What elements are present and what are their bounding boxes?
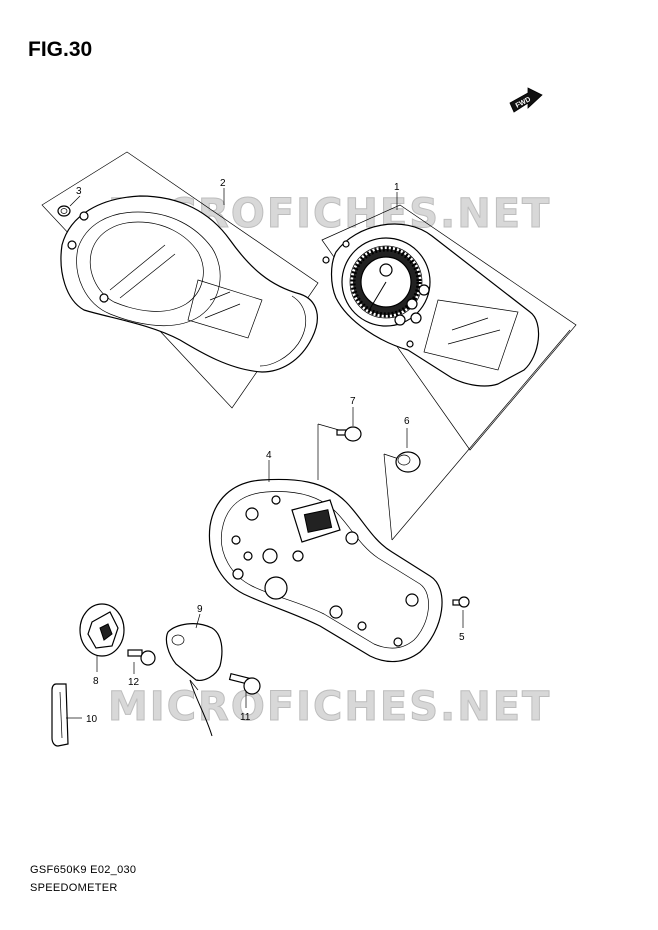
callout-5: 5 <box>459 632 465 643</box>
callout-9: 9 <box>197 604 203 615</box>
socket-part <box>79 603 125 657</box>
clamp-part <box>51 683 69 747</box>
speedometer-assembly-group <box>321 204 577 451</box>
rear-case-group <box>208 478 443 663</box>
front-case-group <box>41 151 319 409</box>
callout-12: 12 <box>128 677 140 688</box>
watermark-bottom: MICROFICHES.NET <box>108 684 551 730</box>
screw-part <box>127 649 156 666</box>
callout-8: 8 <box>93 676 99 687</box>
harness-lead-part <box>165 623 223 737</box>
callout-6: 6 <box>404 416 410 427</box>
callout-1: 1 <box>394 182 400 193</box>
rear-screw-part <box>452 596 470 608</box>
bolt-part <box>336 426 362 442</box>
callout-3: 3 <box>76 186 82 197</box>
figure-title: FIG.30 <box>28 38 93 61</box>
callout-10: 10 <box>86 714 98 725</box>
fwd-label: FWD <box>515 96 532 110</box>
figure-name: SPEEDOMETER <box>30 882 118 894</box>
callout-7: 7 <box>350 396 356 407</box>
cushion-part <box>395 451 421 473</box>
model-code: GSF650K9 E02_030 <box>30 864 137 876</box>
callout-2: 2 <box>220 178 226 189</box>
callout-4: 4 <box>266 450 272 461</box>
callout-11: 11 <box>240 712 251 723</box>
forward-arrow-icon: FWD <box>509 87 543 113</box>
mounting-bolt-part <box>228 672 261 695</box>
case-screw-part <box>57 205 71 217</box>
